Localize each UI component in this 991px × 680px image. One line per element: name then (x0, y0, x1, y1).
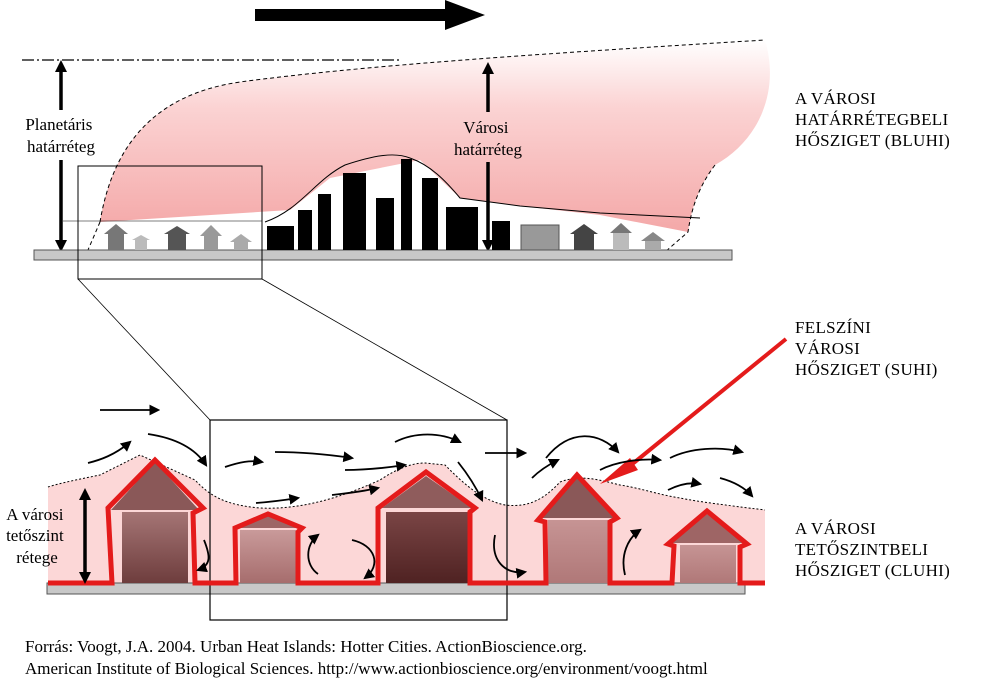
urban-dome-outline (264, 154, 701, 223)
house-icon (132, 235, 150, 250)
wind-arrow-icon (719, 477, 754, 498)
dimension-arrow-icon (55, 60, 67, 252)
house-icon (540, 478, 614, 583)
dimension-arrow-icon (482, 62, 494, 252)
wind-arrow-icon (255, 493, 301, 505)
house-icon (236, 516, 300, 583)
wind-arrow-icon (224, 455, 265, 468)
bluhi-label-line: A VÁROSI (795, 89, 876, 108)
building-icon (446, 207, 478, 250)
wind-arrow-icon (457, 461, 484, 502)
wind-arrow-icon (331, 484, 381, 496)
bluhi-label-line: HŐSZIGET (BLUHI) (795, 131, 951, 150)
building-icon (267, 226, 294, 250)
wind-arrow-icon (394, 433, 462, 443)
planetary-layer-label: Planetáris határréteg (25, 115, 96, 156)
building-icon (343, 173, 366, 250)
building-icon (376, 198, 394, 250)
wind-arrow-icon (667, 477, 703, 491)
house-icon (570, 224, 598, 250)
building-icon (298, 210, 312, 250)
wind-arrow-icon (545, 435, 620, 459)
wind-arrow-icon (195, 539, 210, 573)
bluhi-plume (100, 40, 770, 232)
wind-arrow-icon (351, 539, 376, 580)
suhi-label: FELSZÍNI VÁROSI HŐSZIGET (SUHI) (795, 317, 938, 380)
canopy-layer-label: A városi tetőszint rétege (6, 505, 68, 567)
cluhi-label-line: A VÁROSI (795, 519, 876, 538)
cluhi-label-line: TETŐSZINTBELI (795, 540, 929, 559)
urban-boundary-layer-left (87, 221, 101, 251)
house-icon (111, 462, 199, 583)
wind-arrow-icon (307, 533, 320, 575)
suhi-pointer-arrow (600, 337, 788, 484)
wind-arrow-icon (493, 534, 528, 579)
urban-layer-label: Városi határréteg (454, 118, 522, 159)
house-icon (382, 476, 472, 583)
wind-arrow-icon (344, 460, 408, 472)
zoom-line-left (77, 278, 211, 421)
cluhi-label-line: HŐSZIGET (CLUHI) (795, 561, 951, 580)
suhi-label-line: VÁROSI (795, 339, 861, 358)
wind-arrow-icon (87, 440, 132, 464)
building-icon (492, 221, 510, 250)
zoom-line-right (261, 278, 508, 421)
house-icon (672, 514, 744, 583)
suhi-surface-outline (48, 456, 765, 586)
house-icon (104, 224, 128, 250)
wind-arrow-icon (274, 451, 355, 463)
source-line: Forrás: Voogt, J.A. 2004. Urban Heat Isl… (25, 637, 587, 656)
wind-arrow-icon (531, 459, 560, 479)
wind-arrow-icon (147, 433, 208, 467)
bluhi-label: A VÁROSI HATÁRRÉTEGBELI HŐSZIGET (BLUHI) (795, 88, 950, 151)
wind-arrow-icon (599, 453, 663, 471)
wind-arrow-icon (255, 0, 485, 30)
suhi-label-line: HŐSZIGET (SUHI) (795, 360, 938, 379)
building-icon (520, 224, 560, 251)
house-icon (200, 225, 222, 250)
source-line: American Institute of Biological Science… (25, 659, 708, 678)
wind-arrow-icon (669, 444, 745, 459)
bluhi-label-line: HATÁRRÉTEGBELI (795, 110, 949, 129)
building-icon (401, 159, 412, 250)
house-icon (641, 232, 665, 250)
building-icon (422, 178, 438, 250)
house-icon (230, 234, 252, 250)
building-icon (318, 194, 331, 250)
urban-boundary-layer-right (664, 164, 716, 253)
zoom-box-top (77, 165, 263, 280)
zoom-box-bottom (209, 419, 508, 621)
house-icon (610, 223, 632, 250)
dimension-arrow-icon (79, 488, 91, 584)
house-icon (164, 226, 190, 250)
source-citation: Forrás: Voogt, J.A. 2004. Urban Heat Isl… (25, 636, 708, 680)
wind-arrow-icon (622, 528, 642, 576)
urban-boundary-layer-top (99, 39, 766, 223)
cluhi-label: A VÁROSI TETŐSZINTBELI HŐSZIGET (CLUHI) (795, 518, 950, 581)
ground-top (33, 249, 733, 261)
suhi-label-line: FELSZÍNI (795, 318, 872, 337)
